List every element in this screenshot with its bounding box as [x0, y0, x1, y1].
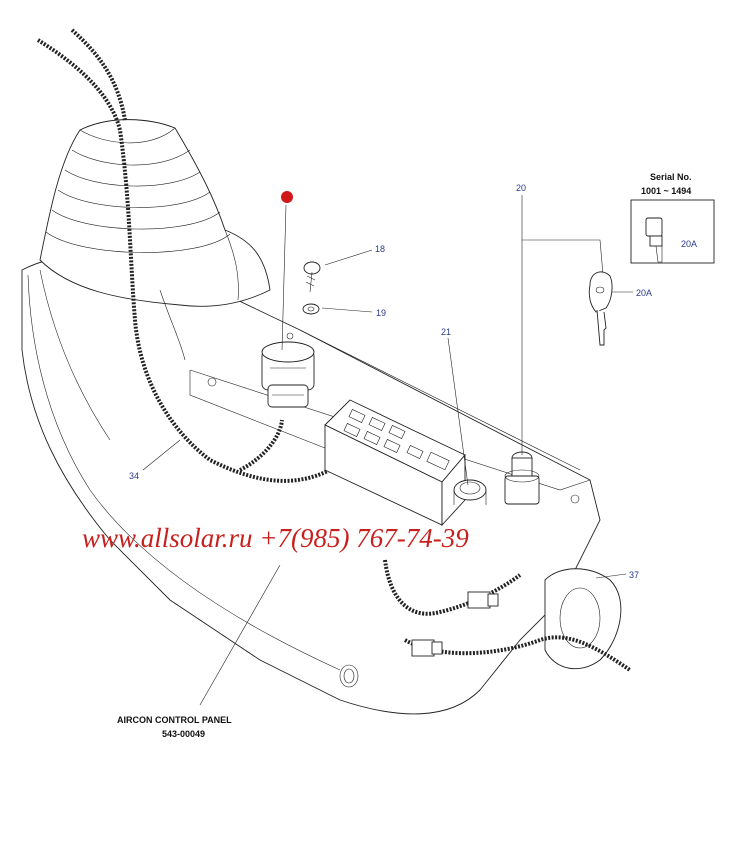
aircon-part-no: 543-00049	[162, 729, 205, 739]
label-21: 21	[441, 327, 451, 337]
label-20a-box: 20A	[681, 239, 697, 249]
label-37: 37	[629, 570, 639, 580]
label-19: 19	[376, 308, 386, 318]
serial-range: 1001 ~ 1494	[641, 186, 691, 196]
cable-34	[36, 28, 331, 483]
label-18: 18	[375, 244, 385, 254]
harness-37	[383, 559, 632, 672]
lever-boot	[39, 119, 271, 361]
watermark-text: www.allsolar.ru +7(985) 767-74-39	[82, 523, 469, 553]
key-switch-20	[504, 451, 540, 505]
label-20a: 20A	[636, 288, 652, 298]
screw-18	[303, 261, 321, 293]
serial-title: Serial No.	[650, 172, 692, 182]
label-20: 20	[516, 183, 526, 193]
part-17-marker	[281, 191, 293, 203]
aircon-title: AIRCON CONTROL PANEL	[117, 715, 232, 725]
serial-box	[630, 199, 715, 264]
lighter-21	[453, 479, 487, 505]
leader-lines	[142, 195, 633, 706]
aircon-panel	[324, 399, 466, 527]
washer-19	[302, 303, 320, 315]
key-20a	[588, 271, 613, 346]
label-34: 34	[129, 471, 139, 481]
socket-17	[261, 341, 315, 408]
